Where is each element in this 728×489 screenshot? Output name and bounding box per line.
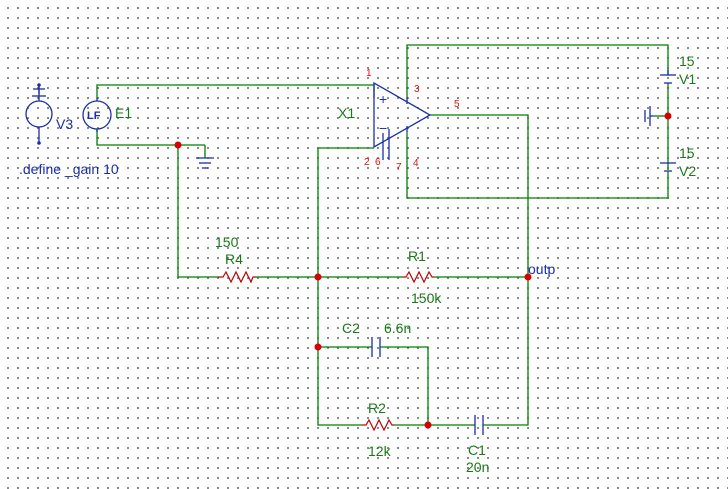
v2-battery[interactable] <box>660 162 676 172</box>
c1-label: C1 <box>468 442 486 458</box>
junction-node[interactable] <box>314 273 322 281</box>
pin-6: 6 <box>375 157 381 168</box>
v2-label: V2 <box>679 163 696 179</box>
r1-value: 150k <box>411 290 442 306</box>
v3-source[interactable] <box>25 83 53 145</box>
junction-nodes <box>174 112 672 429</box>
r2-label: R2 <box>368 400 386 416</box>
wire-e1-to-ground[interactable] <box>96 130 205 146</box>
junction-node[interactable] <box>314 343 322 351</box>
pin-5: 5 <box>454 99 460 110</box>
e1-label: E1 <box>115 105 132 121</box>
wire-e1-to-plus[interactable] <box>96 84 375 98</box>
v2-value: 15 <box>679 145 695 161</box>
resistor-r2[interactable] <box>362 418 394 432</box>
define-directive[interactable]: .define _gain 10 <box>19 161 119 177</box>
junction-node[interactable] <box>174 141 182 149</box>
capacitor-c1[interactable] <box>474 415 484 435</box>
net-label-outp[interactable]: outp <box>528 261 555 277</box>
pin-7: 7 <box>396 162 402 173</box>
junction-node[interactable] <box>524 273 532 281</box>
junction-node[interactable] <box>664 112 672 120</box>
wire-c1-to-output[interactable] <box>430 114 529 426</box>
e1-symbol: LF <box>87 110 101 122</box>
wire-v1-rail[interactable] <box>406 44 669 97</box>
opamp-label: X1 <box>338 105 355 121</box>
pin-3: 3 <box>414 84 420 95</box>
r4-label: R4 <box>225 251 243 267</box>
wire-v2-rail[interactable] <box>406 132 669 199</box>
wire-minus-feedback[interactable] <box>317 147 374 426</box>
wire-c2-right[interactable] <box>380 346 429 425</box>
c2-label: C2 <box>342 320 360 336</box>
v3-label: V3 <box>56 116 73 132</box>
v1-value: 15 <box>679 53 695 69</box>
resistor-r4[interactable] <box>218 270 256 284</box>
v1-label: V1 <box>679 71 696 87</box>
resistor-r1[interactable] <box>402 270 434 284</box>
c2-value: 6.6n <box>384 320 411 336</box>
pin-4: 4 <box>413 158 419 169</box>
opamp-plus-sign: + <box>379 91 387 107</box>
r4-value: 150 <box>215 234 239 250</box>
v1-battery[interactable] <box>660 70 676 84</box>
ground-icon <box>196 157 214 169</box>
pin-2: 2 <box>364 157 370 168</box>
opamp-x1[interactable] <box>373 81 432 160</box>
supply-ground-icon <box>644 106 653 126</box>
r1-label: R1 <box>408 248 426 264</box>
e1-source[interactable] <box>82 98 112 132</box>
pin-1: 1 <box>366 68 372 79</box>
c1-value: 20n <box>466 459 489 475</box>
opamp-minus-sign: − <box>379 120 387 136</box>
capacitor-c2[interactable] <box>371 337 381 357</box>
junction-node[interactable] <box>424 421 432 429</box>
wire-ground-to-r4[interactable] <box>177 145 218 278</box>
wires <box>96 44 669 426</box>
r2-value: 12k <box>368 443 392 459</box>
